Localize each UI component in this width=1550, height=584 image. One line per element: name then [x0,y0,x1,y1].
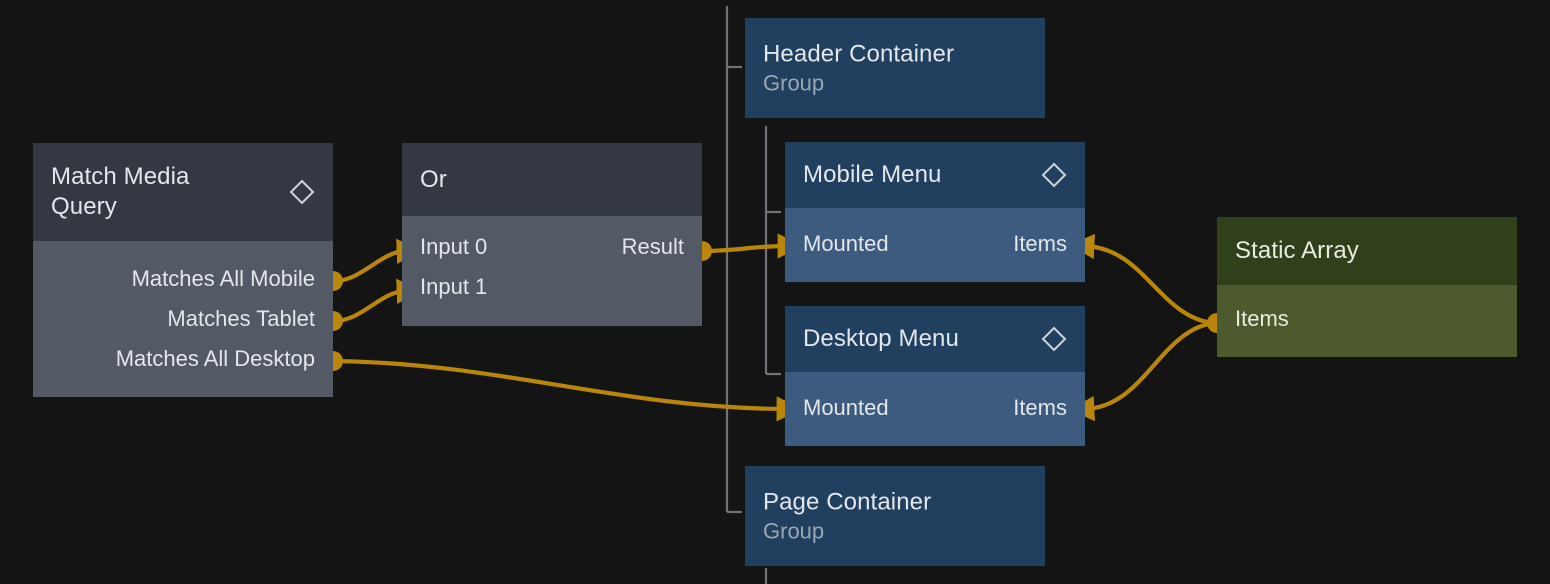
output-port-label-result: Result [621,234,684,259]
port-row-input-0-result[interactable]: Input 0 Result [402,227,702,267]
diamond-icon [289,179,315,205]
node-static-array[interactable]: Static Array Items [1217,217,1517,357]
node-body-static-array: Items [1217,285,1517,357]
output-port-matches-tablet[interactable]: Matches Tablet [33,299,333,339]
node-header-desktop-menu: Desktop Menu [785,306,1085,372]
node-title-header-container: Header Container [763,40,955,68]
input-port-label-mobile-mounted: Mounted [803,231,889,256]
node-mobile-menu[interactable]: Mobile Menu Mounted Items [785,142,1085,282]
node-match-media-query[interactable]: Match Media Query Matches All Mobile Mat… [33,143,333,397]
port-row-mobile-mounted-items[interactable]: Mounted Items [785,224,1085,264]
port-label-matches-all-mobile: Matches All Mobile [131,266,315,291]
node-subtitle-page-container: Group [763,518,825,544]
node-body-or: Input 0 Result Input 1 [402,216,702,326]
node-or[interactable]: Or Input 0 Result Input 1 [402,143,702,326]
input-port-label-desktop-mounted: Mounted [803,395,889,420]
node-header-or: Or [402,143,702,216]
node-desktop-menu[interactable]: Desktop Menu Mounted Items [785,306,1085,446]
node-title-desktop-menu: Desktop Menu [803,325,959,353]
port-label-matches-tablet: Matches Tablet [167,306,315,331]
node-title-or: Or [420,165,447,193]
input-port-label-input-0: Input 0 [420,234,488,259]
group-text-header-container: Header Container Group [763,39,954,96]
edge-matches-all-mobile-to-input-0 [333,238,422,284]
port-label-matches-all-desktop: Matches All Desktop [115,346,315,371]
diamond-icon [1041,326,1067,352]
node-title-match-media-query: Match Media Query [51,163,190,220]
node-title-page-container: Page Container [763,488,932,516]
edge-matches-all-desktop-to-desktop-mounted [333,358,802,422]
node-page-container[interactable]: Page Container Group [745,466,1045,566]
node-subtitle-header-container: Group [763,70,825,96]
edge-result-to-mobile-mounted [703,233,803,259]
output-port-matches-all-mobile[interactable]: Matches All Mobile [33,259,333,299]
node-title-mobile-menu: Mobile Menu [803,161,942,189]
node-header-match-media-query: Match Media Query [33,143,333,241]
input-port-label-input-1: Input 1 [420,274,488,299]
edge-static-array-to-mobile-items [1069,233,1215,326]
input-port-label-mobile-items: Items [1013,231,1067,256]
output-port-matches-all-desktop[interactable]: Matches All Desktop [33,339,333,379]
node-body-desktop-menu: Mounted Items [785,372,1085,446]
node-body-mobile-menu: Mounted Items [785,208,1085,282]
edge-matches-tablet-to-input-1 [333,278,422,324]
node-header-mobile-menu: Mobile Menu [785,142,1085,208]
diamond-icon [1041,162,1067,188]
input-port-input-1[interactable]: Input 1 [402,267,702,307]
port-label-static-array-items: Items [1235,306,1289,331]
node-header-container[interactable]: Header Container Group [745,18,1045,118]
node-title-static-array: Static Array [1235,237,1359,265]
node-header-static-array: Static Array [1217,217,1517,285]
output-port-static-array-items[interactable]: Items [1217,299,1517,339]
group-text-page-container: Page Container Group [763,487,931,544]
edge-static-array-to-desktop-items [1069,320,1215,422]
node-body-match-media-query: Matches All Mobile Matches Tablet Matche… [33,241,333,397]
input-port-label-desktop-items: Items [1013,395,1067,420]
port-row-desktop-mounted-items[interactable]: Mounted Items [785,388,1085,428]
